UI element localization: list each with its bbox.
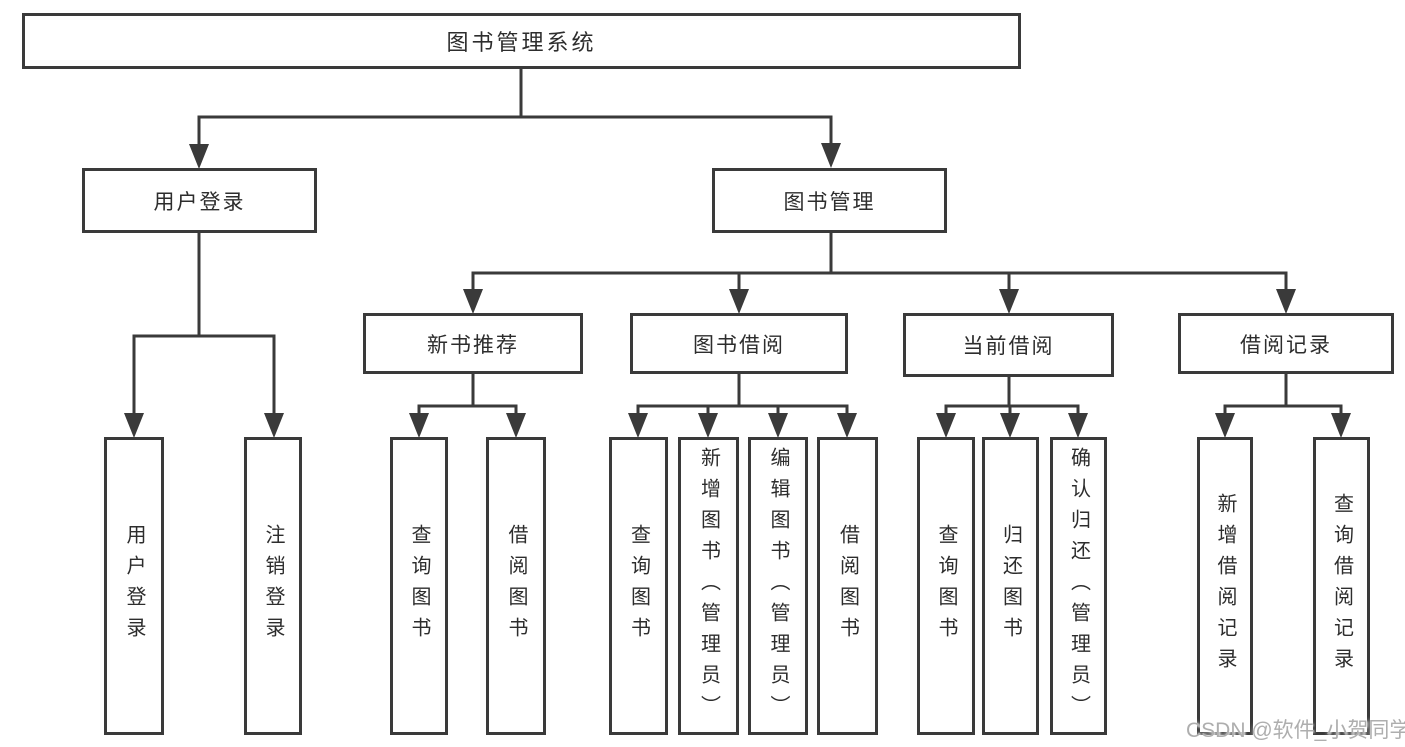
leaf-query-books-1-label: 查询图书 [408,524,430,648]
leaf-add-books-admin: 新增图书（管理员） [678,437,739,735]
node-book-borrow-label: 图书借阅 [693,333,785,357]
node-root-label: 图书管理系统 [446,30,597,55]
leaf-query-books-1: 查询图书 [390,437,448,735]
arrowhead-leaf-borrow-books-1 [506,413,526,438]
leaf-confirm-return-admin: 确认归还（管理员） [1050,437,1107,735]
node-book-management: 图书管理 [712,168,947,233]
arrowhead-user-login [189,144,209,169]
leaf-query-books-2-label: 查询图书 [627,524,650,648]
leaf-query-borrow-record: 查询借阅记录 [1313,437,1370,735]
arrowhead-new-book-recommend [463,289,483,314]
leaf-user-login: 用户登录 [104,437,164,735]
leaf-logout: 注销登录 [244,437,302,735]
leaf-edit-books-admin: 编辑图书（管理员） [748,437,808,735]
connector-new-book-recommend-branch [417,404,518,416]
connector-level3-branch [471,271,1288,293]
arrowhead-leaf-query-books-3 [936,413,956,438]
arrowhead-leaf-query-borrow-record [1331,413,1351,438]
leaf-borrow-books-2: 借阅图书 [817,437,878,735]
node-borrow-records: 借阅记录 [1178,313,1394,374]
connector-user-login-branch [132,334,276,417]
leaf-user-login-label: 用户登录 [123,524,145,648]
leaf-borrow-books-1-label: 借阅图书 [505,524,527,648]
leaf-return-books-label: 归还图书 [999,524,1022,648]
arrowhead-leaf-user-login [124,413,144,438]
leaf-add-borrow-record: 新增借阅记录 [1197,437,1253,735]
node-root: 图书管理系统 [22,13,1021,69]
leaf-add-borrow-record-label: 新增借阅记录 [1214,493,1236,679]
node-book-borrow: 图书借阅 [630,313,848,374]
node-current-borrow-label: 当前借阅 [962,335,1055,358]
arrowhead-current-borrow [999,289,1019,314]
leaf-query-books-3: 查询图书 [917,437,975,735]
csdn-watermark: CSDN @软件_小贺同学 [1186,719,1405,742]
arrowhead-leaf-add-books [698,413,718,438]
connector-level2-branch [197,115,833,150]
arrowhead-leaf-query-books-1 [409,413,429,438]
arrowhead-book-borrow [729,289,749,314]
arrowhead-leaf-logout [264,413,284,438]
arrowhead-leaf-add-borrow-record [1215,413,1235,438]
arrowhead-leaf-edit-books [768,413,788,438]
leaf-borrow-books-1: 借阅图书 [486,437,546,735]
leaf-add-books-admin-label: 新增图书（管理员） [697,446,720,726]
node-new-book-recommend: 新书推荐 [363,313,583,374]
arrowhead-leaf-return-books [1000,413,1020,438]
connector-book-borrow-branch [636,404,849,416]
arrowhead-book-management [821,143,841,168]
node-user-login-label: 用户登录 [153,190,246,214]
node-new-book-recommend-label: 新书推荐 [427,333,519,357]
arrowhead-leaf-borrow-books-2 [837,413,857,438]
node-book-management-label: 图书管理 [783,190,876,214]
arrowhead-borrow-records [1276,289,1296,314]
node-current-borrow: 当前借阅 [903,313,1114,377]
leaf-confirm-return-admin-label: 确认归还（管理员） [1067,446,1090,726]
node-user-login: 用户登录 [82,168,317,233]
leaf-query-borrow-record-label: 查询借阅记录 [1330,493,1353,679]
node-borrow-records-label: 借阅记录 [1240,333,1332,357]
connector-borrow-records-branch [1223,404,1343,416]
leaf-query-books-3-label: 查询图书 [935,524,957,648]
leaf-return-books: 归还图书 [982,437,1039,735]
arrowhead-leaf-confirm-return [1068,413,1088,438]
leaf-borrow-books-2-label: 借阅图书 [836,524,859,648]
leaf-query-books-2: 查询图书 [609,437,668,735]
leaf-logout-label: 注销登录 [262,524,284,648]
leaf-edit-books-admin-label: 编辑图书（管理员） [767,446,789,726]
arrowhead-leaf-query-books-2 [628,413,648,438]
